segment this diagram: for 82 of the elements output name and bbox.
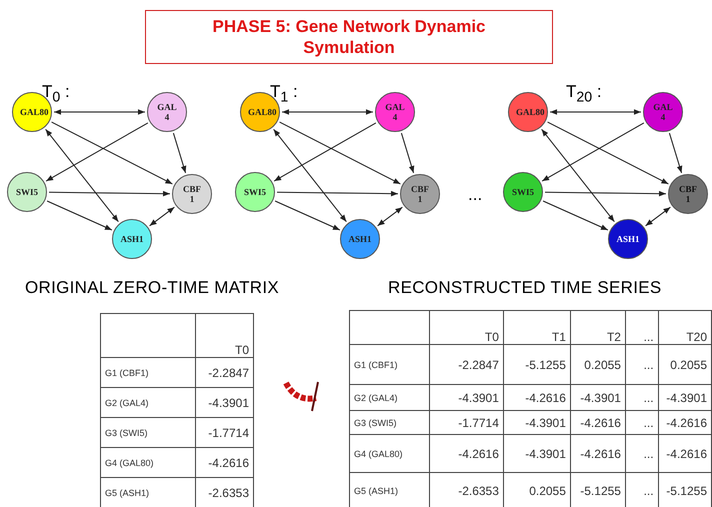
table-cell: -4.3901 — [503, 434, 570, 472]
table-cell: 0.2055 — [570, 344, 626, 384]
table-cell: -4.3901 — [430, 384, 504, 410]
arrow — [51, 122, 173, 184]
row-header: G4 (GAL80) — [100, 448, 196, 478]
table-cell: -4.3901 — [196, 388, 254, 418]
table-cell: -4.2616 — [658, 434, 712, 472]
gene-node-circle: ASH1 — [112, 219, 152, 259]
section-caption: ORIGINAL ZERO-TIME MATRIX — [25, 278, 280, 298]
arrow — [550, 109, 642, 115]
gene-node-circle: CBF 1 — [172, 174, 212, 214]
arrow — [377, 206, 403, 226]
table-cell: -4.2616 — [570, 434, 626, 472]
table-cell: -4.2616 — [430, 434, 504, 472]
row-header: G5 (ASH1) — [350, 472, 430, 507]
gene-node-circle: CBF 1 — [400, 174, 440, 214]
table-cell: -1.7714 — [196, 418, 254, 448]
gene-node-circle: GAL 4 — [147, 92, 187, 132]
table-cell: -4.3901 — [658, 384, 712, 410]
table-cell: -2.2847 — [196, 358, 254, 388]
gene-node-circle: SWI5 — [235, 172, 275, 212]
row-header: G3 (SWI5) — [100, 418, 196, 448]
row-header: G5 (ASH1) — [100, 478, 196, 507]
table-cell: -4.2616 — [196, 448, 254, 478]
gene-node-circle: CBF 1 — [668, 174, 708, 214]
arrow — [276, 190, 398, 196]
table-cell: 0.2055 — [658, 344, 712, 384]
arrow — [279, 122, 401, 184]
arrow — [542, 200, 608, 230]
row-header: G2 (GAL4) — [350, 384, 430, 410]
column-header: ... — [625, 310, 658, 344]
arrow — [668, 132, 682, 174]
row-header: G1 (CBF1) — [350, 344, 430, 384]
table-cell: ... — [625, 434, 658, 472]
column-header: T20 — [658, 310, 712, 344]
column-header: T2 — [570, 310, 626, 344]
table-cell: -4.3901 — [570, 384, 626, 410]
arrow — [547, 122, 669, 184]
gene-node-circle: SWI5 — [503, 172, 543, 212]
arrow — [46, 122, 148, 182]
arrow — [541, 128, 615, 222]
section-caption: RECONSTRUCTED TIME SERIES — [388, 278, 662, 298]
table-cell: -4.3901 — [503, 410, 570, 434]
title-box: PHASE 5: Gene Network Dynamic Symulation — [145, 10, 553, 64]
gene-node-circle: GAL 4 — [375, 92, 415, 132]
gene-node-circle: SWI5 — [7, 172, 47, 212]
table-cell: -1.7714 — [430, 410, 504, 434]
table-cell: -2.2847 — [430, 344, 504, 384]
arrow — [542, 122, 644, 182]
arrow — [544, 190, 666, 196]
arrow — [400, 132, 414, 174]
table-cell: ... — [625, 384, 658, 410]
ellipsis: ... — [468, 185, 482, 205]
arrow — [282, 109, 374, 115]
arrow — [46, 200, 112, 230]
row-header: G3 (SWI5) — [350, 410, 430, 434]
column-header: T0 — [196, 314, 254, 358]
arrow — [48, 190, 170, 196]
arrow — [645, 206, 671, 226]
table-cell: ... — [625, 410, 658, 434]
row-header: G4 (GAL80) — [350, 434, 430, 472]
arrow — [274, 200, 340, 230]
arrow — [172, 132, 186, 174]
gene-node-circle: GAL80 — [508, 92, 548, 132]
table-cell: -4.2616 — [658, 410, 712, 434]
table-cell: ... — [625, 344, 658, 384]
row-header: G2 (GAL4) — [100, 388, 196, 418]
table-cell: -5.1255 — [503, 344, 570, 384]
arrow — [273, 128, 347, 222]
column-header: T1 — [503, 310, 570, 344]
arrow — [54, 109, 146, 115]
row-header: G1 (CBF1) — [100, 358, 196, 388]
gene-node-circle: ASH1 — [608, 219, 648, 259]
gene-node-circle: GAL 4 — [643, 92, 683, 132]
gene-node-circle: ASH1 — [340, 219, 380, 259]
graph-time-label: T$_{20}$ : — [566, 82, 602, 106]
table-cell: -4.2616 — [570, 410, 626, 434]
column-header: T0 — [430, 310, 504, 344]
table-cell: -4.2616 — [503, 384, 570, 410]
arrow — [45, 128, 119, 222]
arrow — [149, 206, 175, 226]
arrow — [274, 122, 376, 182]
